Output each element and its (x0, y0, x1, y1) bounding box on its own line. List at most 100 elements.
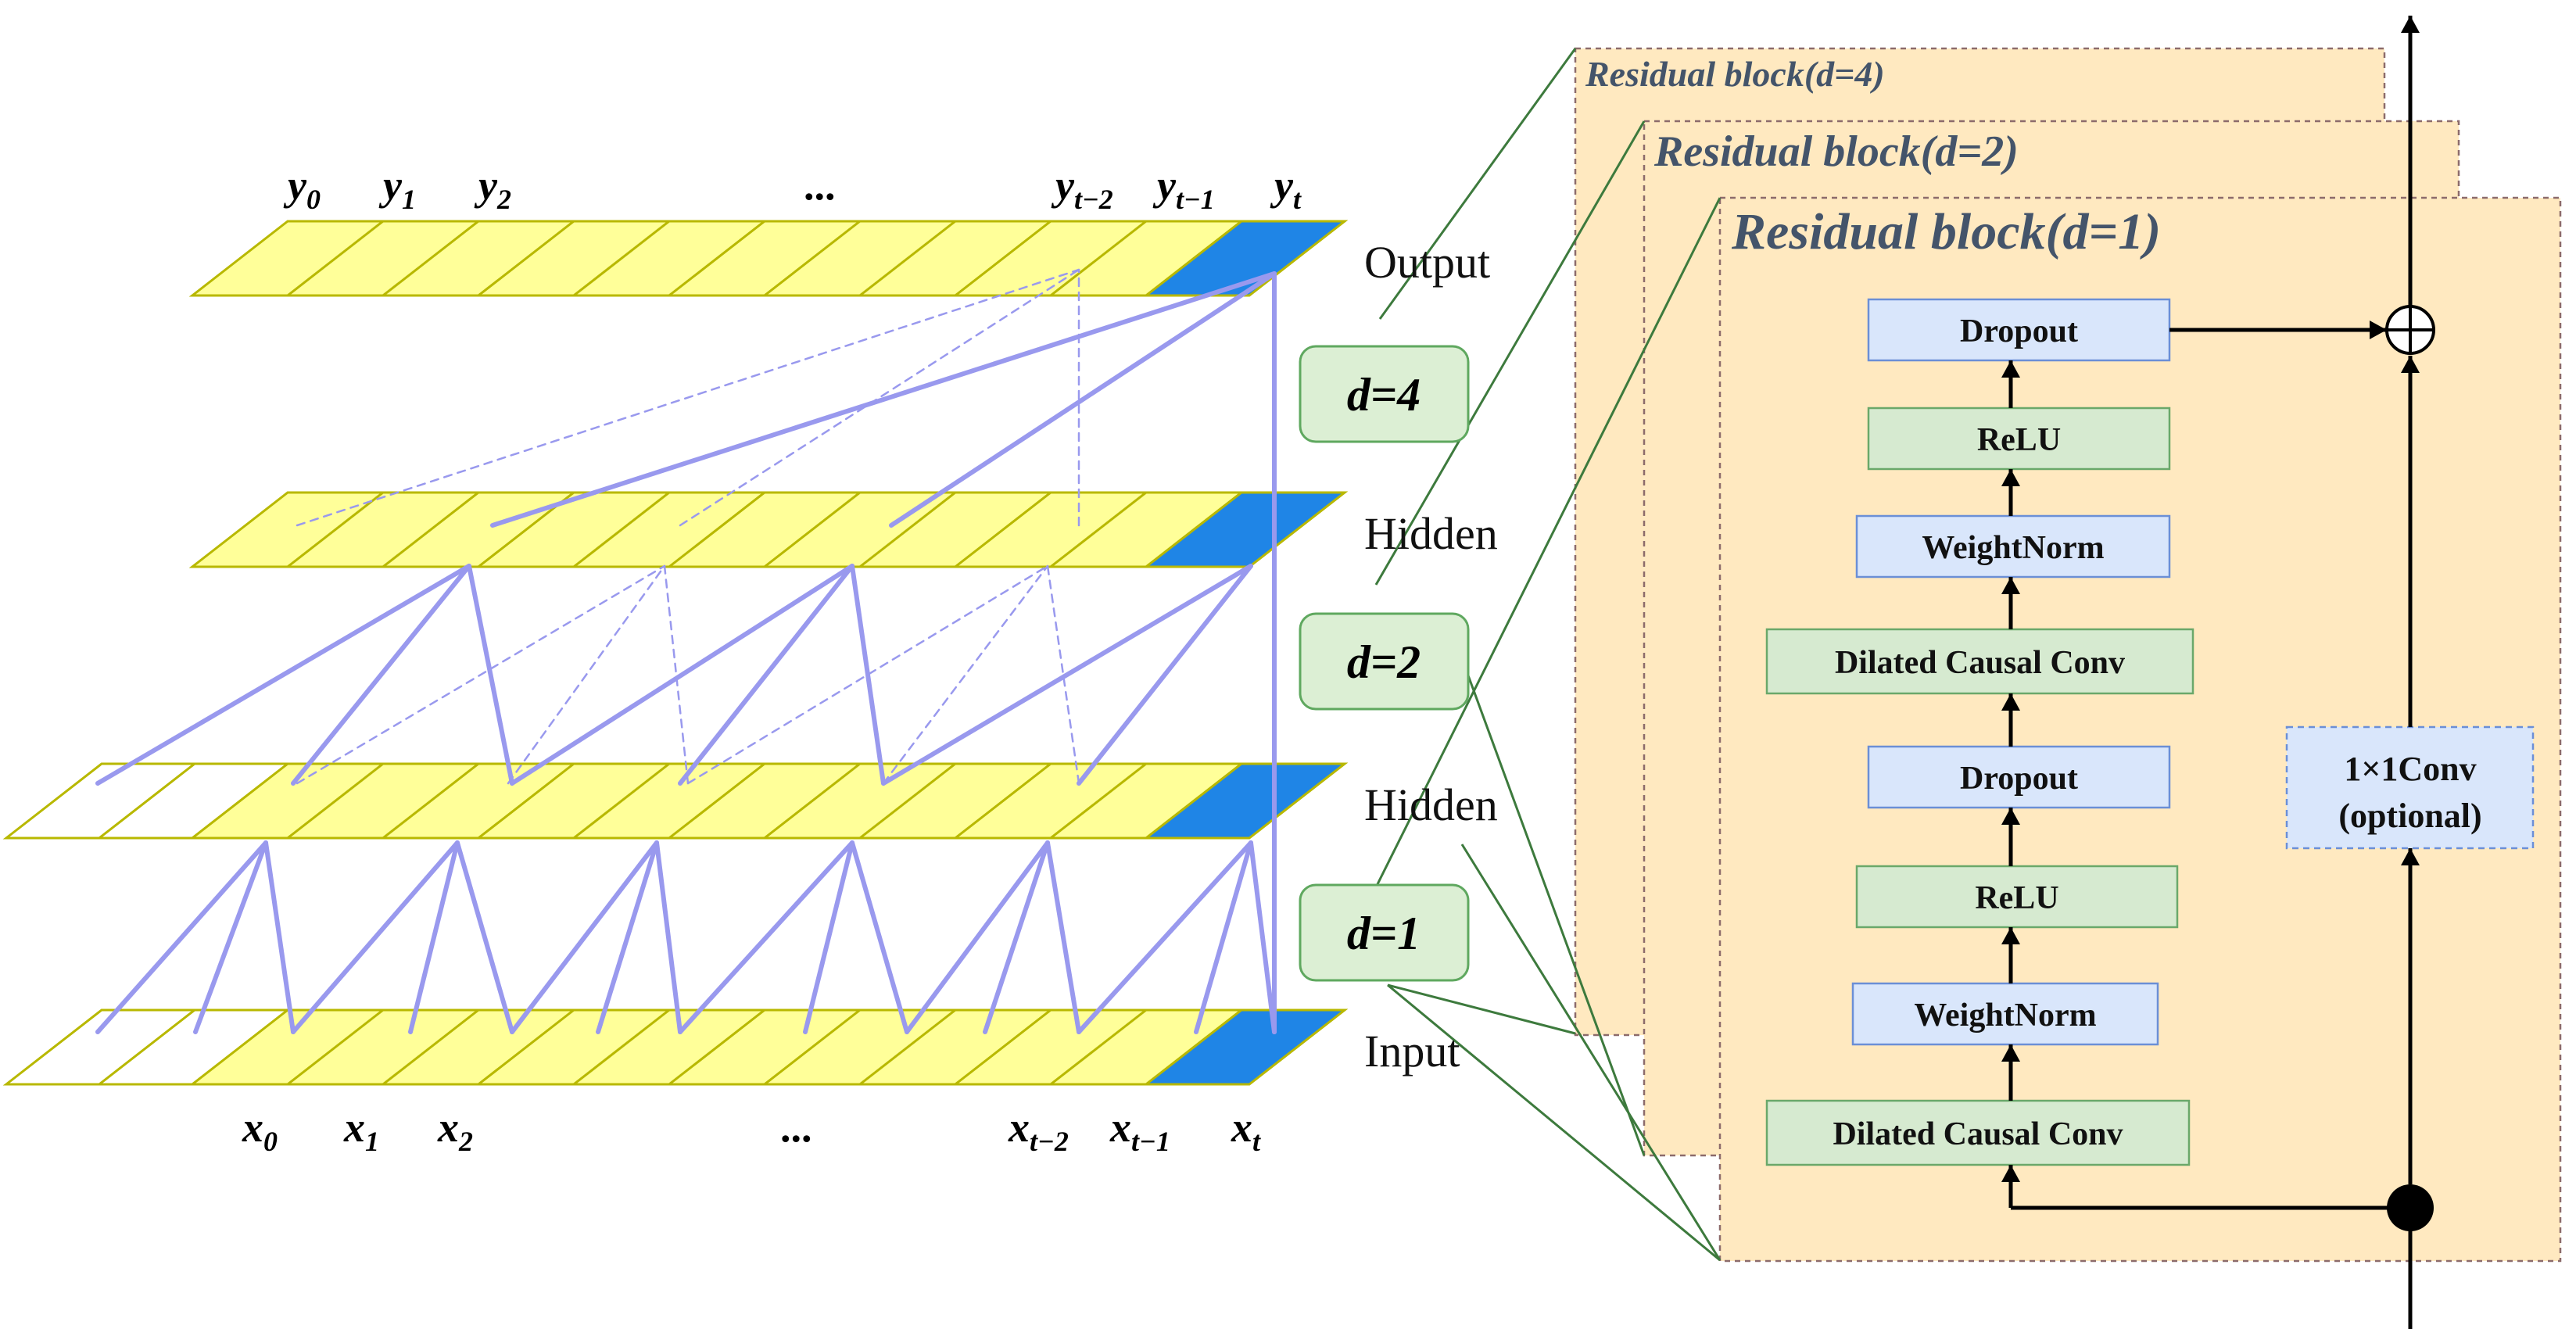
arrow-head (2001, 1044, 2020, 1062)
arrow-head (2001, 469, 2020, 486)
last-timestep-cell (1142, 220, 1349, 297)
connection (95, 840, 268, 1034)
output-timestep-label: yt (1270, 162, 1302, 215)
output-timestep-label: y1 (378, 162, 416, 215)
conv1x1-box (2285, 725, 2535, 850)
dilation-box (1299, 883, 1470, 982)
arrow-head (2001, 577, 2020, 594)
connection-dashed (507, 564, 666, 785)
connection (510, 564, 854, 786)
last-timestep-cell (1142, 1008, 1349, 1086)
layer-box (1867, 745, 2171, 809)
connection (467, 564, 514, 786)
layer-box-label: Dropout (1960, 761, 2078, 797)
tcn-connections (95, 268, 1277, 1034)
input-timestep-label: xt−2 (1008, 1104, 1069, 1157)
layer-box-label: ReLU (1977, 422, 2061, 458)
arrow-head (2001, 927, 2020, 944)
connector-line (1387, 983, 1721, 1262)
connection (654, 840, 683, 1034)
connection (95, 564, 471, 786)
connection-dashed (663, 564, 690, 785)
connection (678, 840, 854, 1034)
residual-block-title: Residual block(d=2) (1653, 127, 2019, 176)
layer-label: Hidden (1364, 779, 1498, 830)
connection (193, 840, 268, 1034)
connector-lines (1374, 48, 1722, 1262)
layer-box (1855, 865, 2179, 929)
layer-box-label: Dropout (1960, 313, 2078, 349)
dilation-box (1299, 345, 1470, 443)
layer-box (1765, 1099, 2191, 1166)
connection-dashed (1046, 564, 1080, 785)
layer-box-label: Dilated Causal Conv (1833, 1116, 2123, 1152)
layer-box (1765, 628, 2194, 695)
connection (490, 271, 1277, 528)
connection (850, 840, 909, 1034)
connection (678, 564, 854, 786)
last-timestep-cell (1142, 762, 1349, 840)
layer-box-label: WeightNorm (1914, 998, 2096, 1033)
conv1x1-label: 1×1Conv (2344, 750, 2476, 788)
connection (408, 840, 460, 1034)
connection (455, 840, 514, 1034)
layer-label: Output (1364, 237, 1490, 288)
arrow-head (2401, 356, 2420, 373)
dilation-label: d=4 (1347, 369, 1421, 421)
connection (291, 564, 471, 786)
connection (1077, 564, 1253, 786)
arrow-head (2001, 1165, 2020, 1182)
connection-dashed (882, 564, 1049, 785)
connection (1077, 840, 1253, 1034)
dilation-boxes: d=4d=2d=1 (1299, 345, 1470, 982)
output-timestep-label: y2 (474, 162, 511, 215)
connection (1194, 840, 1253, 1034)
input-timestep-label: ... (782, 1104, 814, 1151)
arrow-head (2401, 16, 2420, 33)
residual-block-title: Residual block(d=4) (1585, 54, 1885, 94)
connector-line (1460, 844, 1722, 1261)
arrow-head (2370, 321, 2387, 339)
input-timestep-label: x0 (242, 1104, 278, 1157)
dilation-label: d=2 (1347, 636, 1421, 688)
layer-box (1851, 982, 2159, 1046)
arrow-head (2401, 848, 2420, 865)
connection (983, 840, 1050, 1034)
layer-box (1867, 407, 2171, 471)
input-timestep-label: x2 (437, 1104, 473, 1157)
connector-line (1374, 120, 1646, 586)
layer-box-label: ReLU (1975, 880, 2058, 916)
connection-dashed (296, 564, 666, 785)
connection (889, 271, 1277, 528)
arrow-head (2001, 808, 2020, 825)
connection-dashed (686, 564, 1049, 785)
input-timestep-label: xt (1231, 1104, 1261, 1157)
connector-line (1387, 983, 1576, 1035)
connection (803, 840, 854, 1034)
input-timestep-label: x1 (343, 1104, 379, 1157)
layer-box-label: Dilated Causal Conv (1835, 645, 2125, 681)
connector-line (1378, 48, 1577, 320)
connection (905, 840, 1050, 1034)
output-timestep-label: ... (805, 162, 837, 209)
connector-line (1374, 197, 1722, 888)
layer-box-label: WeightNorm (1922, 530, 2104, 566)
arrow-head (2001, 360, 2020, 378)
input-timestep-label: xt−1 (1109, 1104, 1170, 1157)
connection (510, 840, 659, 1034)
connection-dashed (296, 268, 1080, 527)
connection (1249, 840, 1277, 1034)
output-timestep-label: y0 (283, 162, 321, 215)
connection (596, 840, 659, 1034)
output-timestep-label: yt−1 (1152, 162, 1215, 215)
connection (850, 564, 886, 786)
layer-label: Input (1364, 1026, 1460, 1076)
junction-dot (2387, 1184, 2434, 1231)
conv1x1-label: (optional) (2338, 797, 2481, 835)
connector-line (1453, 636, 1646, 1156)
dilation-box (1299, 612, 1470, 711)
residual-block-title: Residual block(d=1) (1731, 203, 2161, 260)
